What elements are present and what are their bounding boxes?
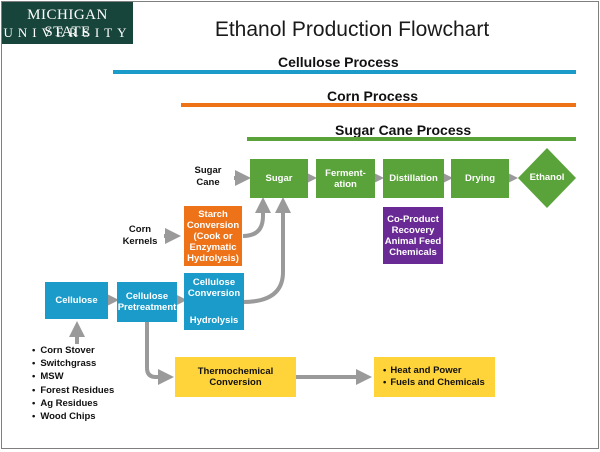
msu-logo: MICHIGAN STATE UNIVERSITY xyxy=(2,2,133,44)
page-title: Ethanol Production Flowchart xyxy=(214,18,490,41)
corn-kernels-label: Corn Kernels xyxy=(122,224,158,247)
output-item: Fuels and Chemicals xyxy=(383,377,485,389)
corn-process-label: Corn Process xyxy=(327,88,419,104)
thermochemical-box: Thermochemical Conversion xyxy=(175,357,296,397)
feedstock-item: Wood Chips xyxy=(32,410,114,423)
cellulose-box: Cellulose xyxy=(45,282,108,319)
feedstock-item: Switchgrass xyxy=(32,357,114,370)
sugar-cane-label: Sugar Cane xyxy=(194,165,222,188)
cellulose-process-label: Cellulose Process xyxy=(278,54,399,70)
arrow-starch-sugar xyxy=(242,197,271,238)
sugar-cane-process-label: Sugar Cane Process xyxy=(335,122,472,138)
arrow-conversion-sugar xyxy=(242,197,291,304)
cellulose-conversion-box: Cellulose Conversion Hydrolysis xyxy=(184,273,244,330)
feedstock-item: Ag Residues xyxy=(32,397,114,410)
output-item: Heat and Power xyxy=(383,365,485,377)
feedstock-item: MSW xyxy=(32,370,114,383)
outputs-list: Heat and Power Fuels and Chemicals xyxy=(383,365,485,389)
corn-process-line xyxy=(181,103,576,107)
sugar-box: Sugar xyxy=(250,159,308,198)
distillation-box: Distillation xyxy=(383,159,444,198)
ethanol-diamond xyxy=(518,148,576,208)
logo-line-1: MICHIGAN STATE xyxy=(27,7,108,40)
fermentation-box: Ferment-ation xyxy=(316,159,375,198)
outputs-box: Heat and Power Fuels and Chemicals xyxy=(374,357,495,397)
logo-line-2: UNIVERSITY xyxy=(3,25,132,40)
feedstock-item: Corn Stover xyxy=(32,344,114,357)
arrow-pretreatment-thermochemical xyxy=(145,322,174,385)
feedstock-list: Corn Stover Switchgrass MSW Forest Resid… xyxy=(32,344,114,423)
drying-box: Drying xyxy=(451,159,509,198)
coproduct-box: Co-Product Recovery Animal Feed Chemical… xyxy=(383,207,443,264)
cellulose-process-line xyxy=(113,70,576,74)
sugar-cane-process-line xyxy=(247,137,576,141)
cellulose-conversion-label: Cellulose Conversion xyxy=(187,277,241,299)
feedstock-item: Forest Residues xyxy=(32,384,114,397)
starch-conversion-box: Starch Conversion (Cook or Enzymatic Hyd… xyxy=(184,206,242,266)
cellulose-pretreatment-box: Cellulose Pretreatment xyxy=(117,282,177,322)
hydrolysis-label: Hydrolysis xyxy=(189,315,239,326)
ethanol-label: Ethanol xyxy=(529,171,565,183)
